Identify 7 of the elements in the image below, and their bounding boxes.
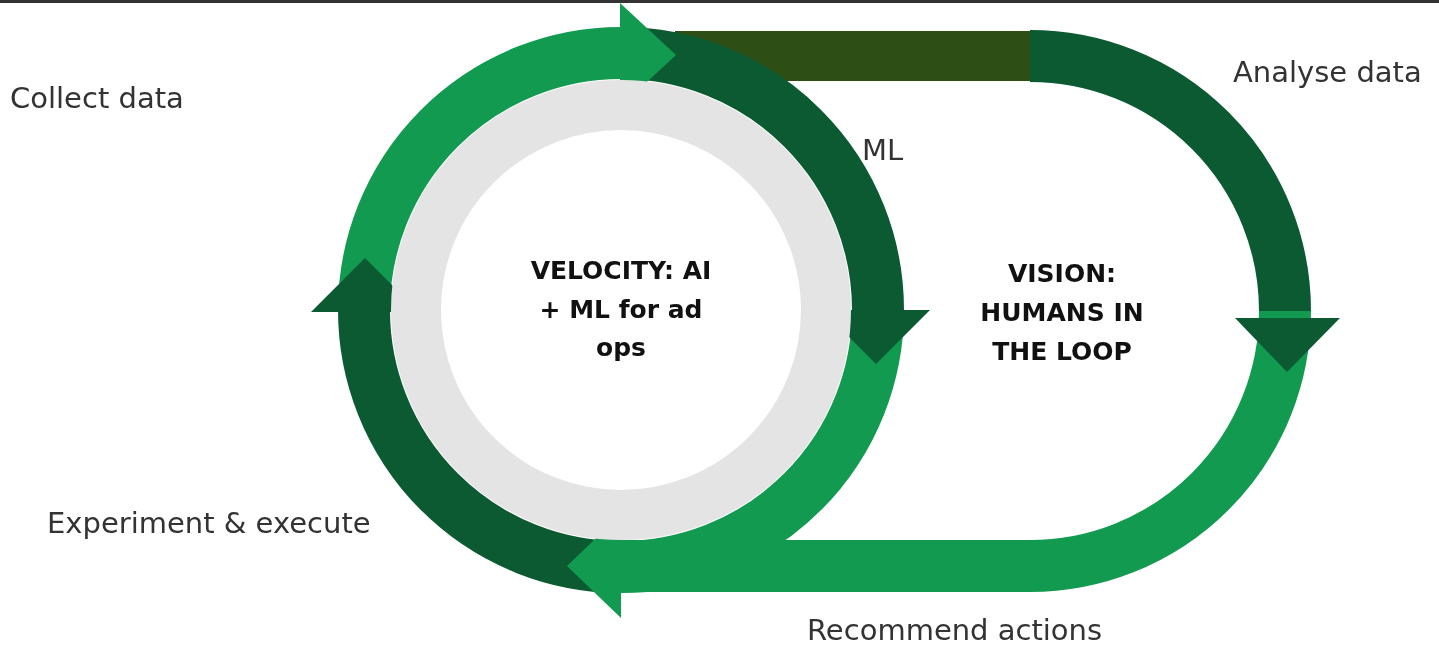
step-label: Recommend actions [807,613,1103,648]
node-text: VELOCITY: AI + ML for ad ops [529,254,713,365]
step-label: Collect data [10,81,184,116]
region-title: VISION: HUMANS IN THE LOOP [979,258,1145,368]
step-label: Analyse data [1233,55,1422,90]
step-label: Experiment & execute [47,506,371,541]
step-label: ML [862,133,904,168]
